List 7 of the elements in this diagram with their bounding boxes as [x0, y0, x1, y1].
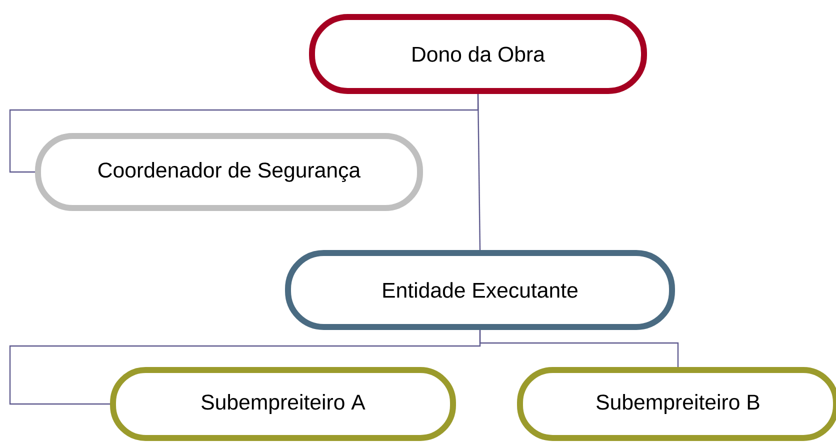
rounded-box: Entidade Executante	[285, 250, 675, 330]
connector-line	[479, 330, 679, 367]
rounded-box: Subempreiteiro B	[517, 367, 836, 441]
connector-line	[477, 94, 481, 250]
rounded-box: Dono da Obra	[309, 14, 647, 94]
rounded-box: Subempreiteiro A	[110, 367, 456, 441]
rounded-box: Coordenador de Segurança	[35, 133, 423, 211]
